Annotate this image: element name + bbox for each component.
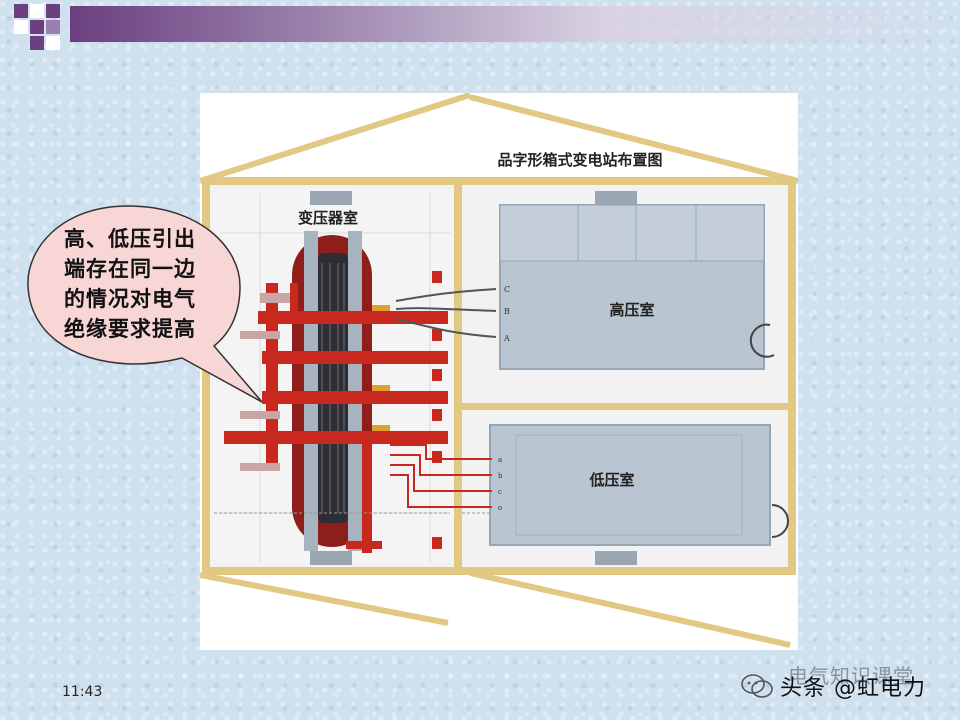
callout-text: 高、低压引出 端存在同一边 的情况对电气 绝缘要求提高	[40, 224, 220, 344]
hv-phase-label: C	[504, 285, 510, 294]
lv-phase-label: b	[498, 472, 503, 480]
door-arc-lv	[771, 504, 789, 538]
watermark-faded-text: 电气知识课堂	[788, 664, 914, 688]
door-arc-hv	[749, 323, 775, 358]
slide-time: 11:43	[62, 684, 103, 700]
hv-phase-label: A	[503, 334, 510, 343]
decor-square	[46, 36, 60, 50]
lv-cables	[390, 444, 492, 508]
callout-line: 高、低压引出	[64, 226, 196, 251]
decor-square	[30, 36, 44, 50]
roof-line-right	[469, 94, 798, 184]
decor-square	[30, 20, 44, 34]
room-divider-horizontal	[462, 403, 788, 410]
transformer-room-label: 变压器室	[298, 209, 358, 227]
wechat-icon	[741, 674, 773, 698]
lv-room-label: 低压室	[588, 471, 634, 489]
title-bar-decoration	[0, 0, 960, 58]
room-divider-vertical	[454, 185, 462, 569]
lv-phase-label: c	[498, 488, 502, 496]
decor-square	[46, 20, 60, 34]
lv-phase-label: o	[498, 504, 502, 512]
hv-phase-label: B	[504, 307, 510, 316]
decor-square	[30, 4, 44, 18]
lv-room-panel	[489, 424, 771, 546]
diagram-title: 品字形箱式变电站布置图	[497, 151, 662, 169]
layout-drawing: 品字形箱式变电站布置图 高压室 低压室	[200, 93, 798, 648]
decor-square	[46, 4, 60, 18]
hv-cables	[395, 288, 497, 338]
callout-line: 的情况对电气	[64, 286, 196, 311]
decor-square	[14, 4, 28, 18]
roof-line-left	[200, 93, 471, 184]
callout-line: 端存在同一边	[64, 256, 196, 281]
lv-phase-label: a	[498, 456, 502, 464]
floor-line-right	[469, 570, 791, 648]
callout-line: 绝缘要求提高	[64, 316, 196, 341]
substation-layout-diagram: 品字形箱式变电站布置图 高压室 低压室	[200, 93, 798, 650]
decor-square	[14, 20, 28, 34]
hv-room-label: 高压室	[609, 301, 654, 319]
floor-line-left	[200, 572, 449, 626]
watermark-text: 头条 @虹电力	[780, 676, 926, 701]
title-gradient-bar	[70, 6, 960, 42]
watermark: 电气知识课堂 头条 @虹电力	[740, 664, 926, 708]
